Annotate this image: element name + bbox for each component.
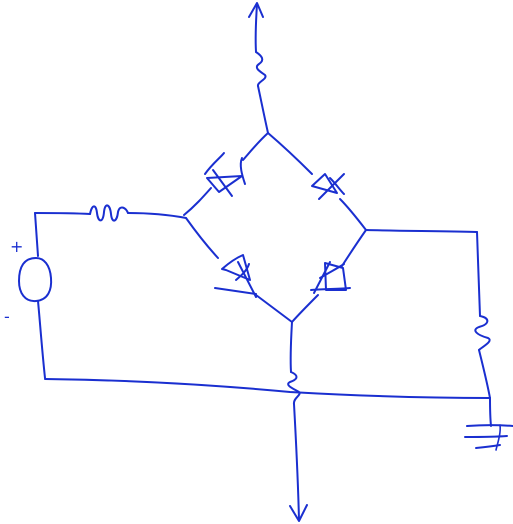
ground-bar-top <box>466 424 513 427</box>
ac-source-body <box>18 257 53 303</box>
source-bottom-wire <box>37 300 46 379</box>
bridge-top-right-arm <box>267 132 367 231</box>
load-top-wire <box>365 229 478 233</box>
bridge-wire <box>185 217 219 259</box>
bridge-wire <box>255 294 293 323</box>
ground-bar-middle <box>464 435 508 438</box>
bottom-resistor <box>287 371 301 405</box>
ground-lead <box>489 397 492 427</box>
bridge-bottom-left-arm <box>185 217 293 323</box>
source-resistor <box>89 204 129 222</box>
source-minus-label: - <box>4 307 10 326</box>
source-top-wire <box>34 212 39 257</box>
bottom-rail-wire <box>44 378 491 399</box>
bridge-top-left-arm <box>183 132 269 216</box>
ground-symbol <box>464 397 513 451</box>
load-side-wire <box>476 231 481 317</box>
ground-bar-bottom <box>475 444 501 449</box>
bridge-wire <box>291 294 319 323</box>
bridge-wire <box>267 132 313 175</box>
load-branch <box>365 229 491 399</box>
top-resistor <box>255 51 267 87</box>
bridge-wire <box>242 132 269 161</box>
arrow-down-icon <box>289 504 308 522</box>
common-rail <box>44 378 491 399</box>
diode-bottom-right <box>310 261 351 294</box>
diode-top-right <box>311 173 345 200</box>
bridge-wire <box>339 198 367 231</box>
bridge-wire <box>183 187 212 216</box>
load-resistor <box>474 315 491 351</box>
load-lower-wire <box>478 349 491 399</box>
bridge-bottom-right-arm <box>291 229 367 323</box>
top-output-lead <box>248 2 269 134</box>
input-branch <box>34 204 187 257</box>
bridge-wire <box>341 229 367 267</box>
ground-hatch <box>495 424 501 451</box>
input-wire-right <box>127 212 187 219</box>
top-lead-wire-lower <box>257 85 269 134</box>
bottom-lead-wire-upper <box>289 321 293 373</box>
bottom-output-lead <box>287 321 308 522</box>
top-lead-wire <box>254 3 258 53</box>
diode-bottom-left <box>214 254 257 298</box>
bottom-lead-wire-lower <box>293 403 300 521</box>
source-plus-label: + <box>10 237 23 256</box>
diode-top-left <box>204 152 246 197</box>
input-wire-left <box>34 212 91 215</box>
voltage-source: + - <box>4 237 53 379</box>
